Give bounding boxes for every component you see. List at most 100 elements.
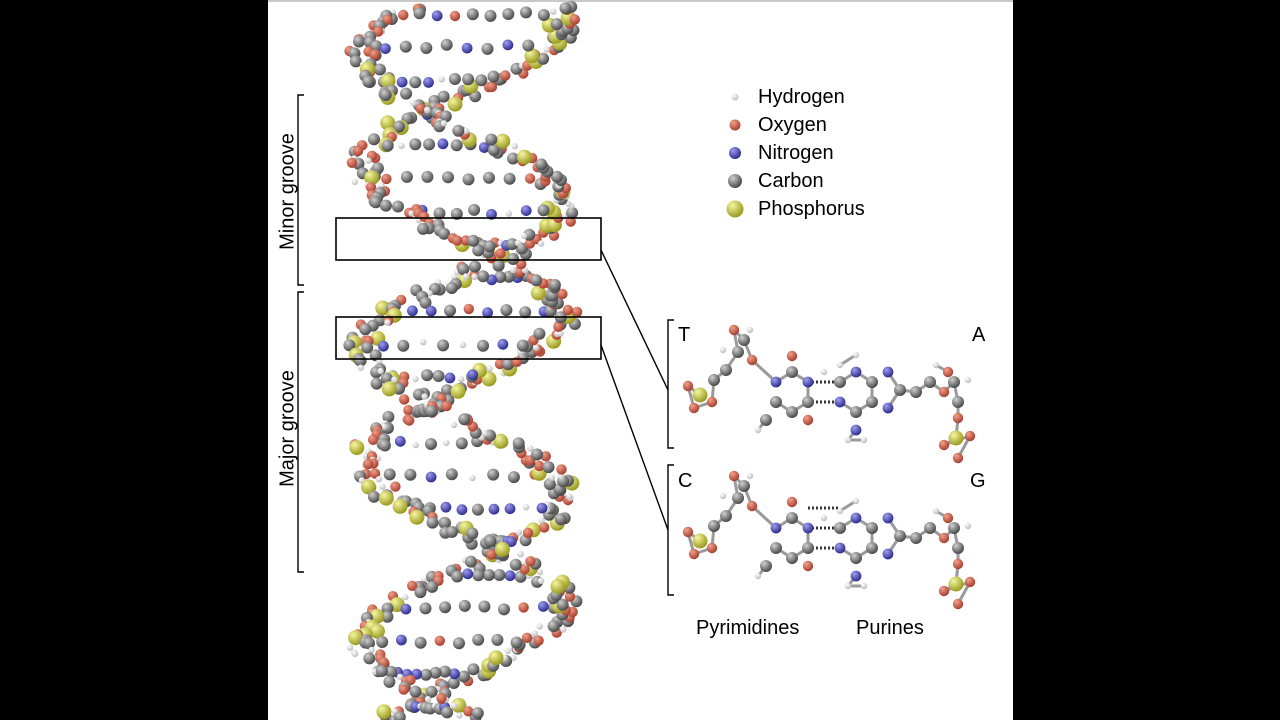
atom-h [527, 445, 534, 452]
atom-h [536, 568, 544, 576]
atom-n [488, 503, 500, 515]
atom-c [363, 637, 375, 650]
atom-c [426, 580, 439, 593]
atom-c [760, 414, 772, 426]
atom-n [423, 77, 434, 88]
ta-base-pair-molecule [682, 324, 976, 464]
atom-h [543, 46, 550, 53]
atom-c [507, 253, 520, 265]
atom-o [524, 173, 536, 184]
atom-c [556, 598, 569, 611]
atom-c [432, 370, 445, 382]
atom-p [531, 465, 547, 481]
atom-o [682, 526, 694, 538]
atom-c [471, 503, 484, 516]
atom-o [952, 452, 964, 464]
minor-groove-bracket [297, 94, 304, 286]
atom-h [852, 497, 860, 505]
atom-c [475, 74, 488, 87]
atom-c [492, 259, 505, 272]
atom-c [354, 354, 367, 367]
atom-c [441, 384, 453, 397]
covalent-bond [750, 504, 778, 530]
covalent-bond [750, 358, 778, 384]
atom-h [932, 361, 940, 369]
cg-base-pair-molecule [682, 470, 976, 610]
atom-c [367, 490, 380, 503]
atom-n [456, 504, 468, 516]
atom-c [477, 270, 490, 283]
atom-h [531, 630, 538, 637]
atom-c [343, 339, 356, 352]
atom-n [482, 307, 493, 319]
atom-p [364, 170, 380, 186]
atom-o [688, 402, 700, 414]
atom-o [556, 464, 567, 475]
atom-h [754, 572, 762, 580]
atom-c [548, 279, 561, 291]
atom-h [423, 106, 431, 114]
atom-h [548, 474, 556, 481]
atom-n [882, 402, 894, 414]
atom-c [786, 512, 798, 524]
atom-c [455, 437, 468, 450]
atom-h [504, 647, 511, 655]
atom-c [720, 510, 732, 522]
atom-c [786, 406, 798, 418]
atom-c [448, 73, 461, 85]
atom-o [571, 306, 583, 318]
atom-o [534, 460, 545, 472]
atom-c [445, 468, 458, 481]
atom-n [502, 39, 514, 51]
atom-c [482, 569, 495, 581]
atom-c [383, 675, 396, 688]
atom-c [519, 306, 532, 319]
atom-n [378, 340, 389, 352]
atom-h [719, 346, 727, 354]
atom-h [844, 582, 852, 590]
atom-n [770, 376, 782, 388]
atom-c [400, 170, 413, 183]
atom-p [488, 650, 504, 666]
atom-o [521, 632, 533, 643]
atom-o [746, 500, 758, 512]
atom-h [379, 483, 386, 490]
atom-o [346, 157, 358, 168]
atom-c [457, 263, 470, 276]
atom-h [515, 529, 523, 536]
atom-c [414, 586, 427, 599]
atom-h [820, 514, 828, 522]
atom-p [495, 133, 511, 149]
atom-c [425, 438, 437, 450]
atom-c [530, 274, 543, 287]
atom-p [380, 115, 396, 131]
atom-c [421, 369, 434, 382]
atom-c [378, 439, 391, 452]
atom-c [458, 670, 470, 683]
atom-h [532, 344, 540, 351]
atom-p [369, 623, 385, 639]
atom-h [412, 441, 419, 449]
atom-p [726, 200, 744, 218]
atom-c [466, 527, 479, 540]
atom-c [385, 665, 398, 678]
atom-n [802, 522, 814, 534]
base-c-label: C [678, 470, 693, 492]
atom-n [850, 570, 862, 582]
atom-c [419, 602, 432, 615]
atom-n [850, 512, 862, 524]
zoom-callouts [297, 94, 674, 596]
atom-h [365, 157, 372, 164]
atom-h [424, 696, 432, 703]
atom-n [380, 43, 391, 54]
atom-c [850, 552, 862, 564]
atom-n [497, 338, 509, 350]
atom-h [351, 650, 359, 658]
atom-c [491, 633, 504, 646]
atom-o [802, 560, 814, 572]
atom-c [542, 461, 555, 474]
atom-h [860, 582, 868, 590]
atom-c [894, 384, 906, 396]
atom-c [732, 346, 744, 358]
atom-h [481, 430, 488, 437]
